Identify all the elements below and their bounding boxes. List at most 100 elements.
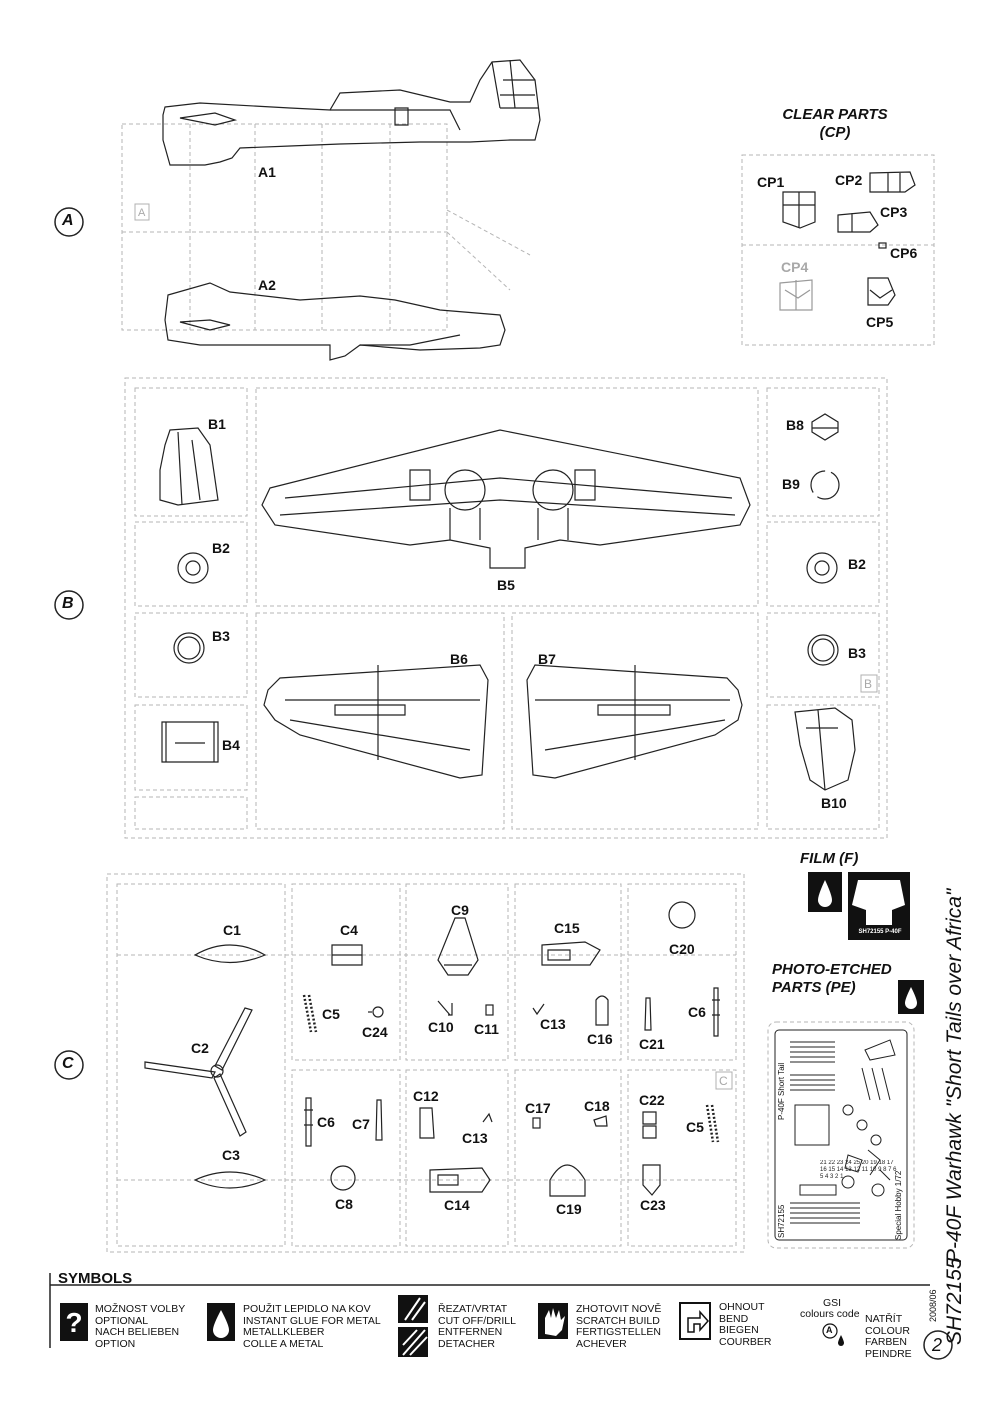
label-c14: C14	[444, 1197, 470, 1213]
part-cp2-windscreen	[869, 171, 916, 193]
clear-parts-title: CLEAR PARTS (CP)	[760, 106, 910, 142]
part-c24-wheel	[372, 1006, 384, 1018]
label-a2: A2	[258, 277, 276, 293]
label-c16: C16	[587, 1031, 613, 1047]
part-c13-arm-2	[482, 1112, 493, 1123]
label-cp6: CP6	[890, 245, 918, 261]
label-b10: B10	[821, 795, 847, 811]
label-c1: C1	[223, 922, 241, 938]
part-c4-block	[331, 944, 363, 966]
label-b3-left: B3	[212, 628, 230, 644]
part-c18-clip	[593, 1115, 608, 1127]
film-title: FILM (F)	[800, 850, 859, 867]
scratch-build-hand-icon	[538, 1303, 568, 1339]
sprue-b-frame	[124, 377, 888, 839]
clear-parts-frame	[741, 154, 935, 346]
label-b2-right: B2	[848, 556, 866, 572]
label-c13: C13	[540, 1016, 566, 1032]
part-c14-box	[429, 1167, 491, 1193]
part-c6-leg	[712, 987, 720, 1037]
symbol-cut-text: ŘEZAT/VRTAT CUT OFF/DRILL ENTFERNEN DETA…	[438, 1303, 516, 1350]
label-cp4: CP4	[781, 259, 809, 275]
part-cp1-canopy	[782, 191, 816, 229]
part-c22-hinge	[642, 1111, 657, 1139]
label-c4: C4	[340, 922, 358, 938]
label-c8: C8	[335, 1196, 353, 1212]
label-c20: C20	[669, 941, 695, 957]
part-c8-disc	[330, 1165, 356, 1191]
symbol-bend-text: OHNOUT BEND BIEGEN COURBER	[719, 1301, 772, 1348]
part-c20-panel	[668, 901, 696, 929]
part-b3-ring-left	[173, 632, 205, 664]
label-c5-2: C5	[686, 1119, 704, 1135]
film-panel-shape	[852, 880, 905, 925]
label-a1: A1	[258, 164, 276, 180]
part-c12-door	[419, 1107, 435, 1139]
label-c17: C17	[525, 1100, 551, 1116]
part-cp4-canopy-alt	[779, 279, 813, 311]
part-c13-arm	[532, 1003, 545, 1016]
sprue-a-frame	[121, 123, 448, 331]
part-c15-box	[541, 941, 601, 966]
svg-text:?: ?	[65, 1307, 82, 1338]
label-c18: C18	[584, 1098, 610, 1114]
print-date-vertical: 2008/06	[928, 1289, 938, 1322]
label-c13-2: C13	[462, 1130, 488, 1146]
part-c17-tab	[532, 1117, 541, 1129]
label-b1: B1	[208, 416, 226, 432]
label-b2-left: B2	[212, 540, 230, 556]
part-b1-fin	[159, 427, 219, 506]
part-b7-wing-right	[526, 664, 743, 779]
part-c2-propeller	[144, 1007, 253, 1137]
sprue-b-letter: B	[62, 595, 74, 612]
label-b3-right: B3	[848, 645, 866, 661]
part-c23-plate	[642, 1164, 661, 1196]
part-cp5-hood	[867, 277, 896, 306]
part-c16-panel	[595, 995, 609, 1026]
sprue-a-letter: A	[62, 212, 74, 229]
part-c9-seat	[437, 917, 479, 976]
part-c7-rod	[375, 1099, 383, 1141]
part-b9-ring	[810, 470, 840, 500]
part-c1-spinner	[193, 944, 267, 964]
symbol-optional-text: MOŽNOST VOLBY OPTIONAL NACH BELIEBEN OPT…	[95, 1303, 186, 1350]
part-b4-panel	[161, 721, 219, 763]
label-b9: B9	[782, 476, 800, 492]
label-cp1: CP1	[757, 174, 785, 190]
part-a1-fuselage-left	[162, 59, 541, 166]
part-c6-leg-2	[304, 1097, 313, 1147]
pe-glue-drop-icon	[905, 987, 917, 1009]
pe-fret-numbers: 21 22 23 24 25 20 19 18 17 16 15 14 13 1…	[820, 1160, 897, 1180]
kit-code-vertical: SH72155	[943, 1257, 966, 1345]
pe-title: PHOTO-ETCHED PARTS (PE)	[772, 961, 892, 997]
part-b2-wheel-left	[177, 552, 209, 584]
sprue-a-tag: A	[138, 207, 146, 219]
label-c7: C7	[352, 1116, 370, 1132]
part-c10-strut	[437, 1000, 453, 1016]
label-c12: C12	[413, 1088, 439, 1104]
sprue-c-letter: C	[62, 1055, 74, 1072]
part-c3-tank	[193, 1171, 267, 1189]
label-c3: C3	[222, 1147, 240, 1163]
gsi-line1: GSI	[823, 1297, 842, 1309]
question-mark-icon	[60, 1303, 88, 1341]
part-c11-tab	[485, 1004, 494, 1016]
part-cp6-light	[878, 242, 887, 249]
label-c6: C6	[688, 1004, 706, 1020]
part-c19-dome	[549, 1164, 586, 1197]
clear-parts-title-line2: (CP)	[819, 124, 851, 141]
pe-title-line2: PARTS (PE)	[772, 979, 856, 996]
label-c22: C22	[639, 1092, 665, 1108]
label-c21: C21	[639, 1036, 665, 1052]
sprue-c-marker	[54, 1050, 84, 1080]
pe-fret	[774, 1029, 908, 1241]
label-c11: C11	[474, 1021, 499, 1037]
label-cp2: CP2	[835, 172, 863, 188]
sprue-a-marker	[54, 207, 84, 237]
label-c24: C24	[362, 1024, 388, 1040]
label-cp3: CP3	[880, 204, 908, 220]
part-a2-fuselage-right	[164, 282, 506, 361]
part-b8-seat	[811, 413, 839, 441]
sprue-b-tag: B	[864, 677, 873, 691]
